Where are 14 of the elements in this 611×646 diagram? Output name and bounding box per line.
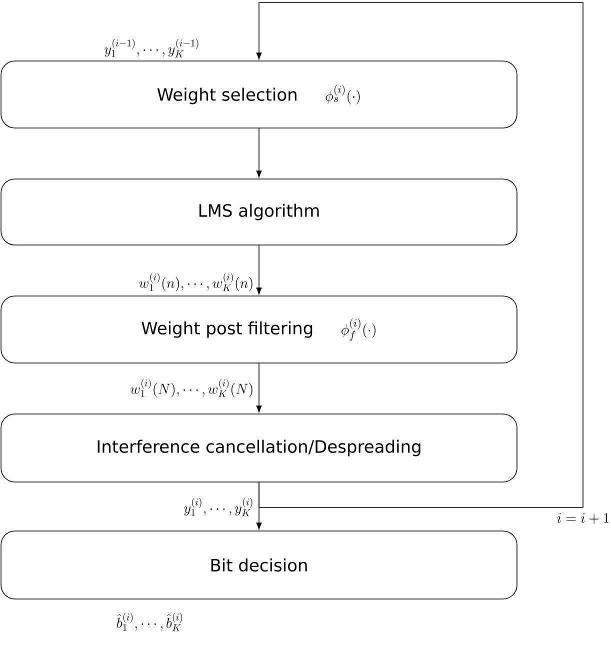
edge-label: $i=i+1$ — [557, 513, 609, 524]
arrow — [256, 245, 262, 294]
edge-label: $w_1^{(i)}(N),\cdots,w_K^{(i)}(N)$ — [130, 378, 252, 398]
arrow — [256, 128, 262, 178]
signal-label: $\hat{b}_1^{(i)},\cdots,\hat{b}_K^{(i)}$ — [117, 612, 182, 632]
process-box: Interference cancellation/Despreading — [0, 414, 518, 482]
arrow — [256, 363, 262, 412]
process-box: LMS algorithm — [0, 178, 518, 246]
process-box: Bit decision — [0, 530, 518, 600]
arrow — [256, 2, 584, 508]
process-box: Weight selection $\phi_s^{(i)}(\cdot)$ — [0, 60, 518, 128]
edge-label: $w_1^{(i)}(n),\cdots,w_K^{(i)}(n)$ — [139, 272, 252, 292]
process-box: Weight post filtering $\phi_f^{(i)}(\cdot)$ — [0, 296, 518, 364]
edge-label: $y_1^{(i)},\cdots,y_K^{(i)}$ — [184, 498, 252, 516]
